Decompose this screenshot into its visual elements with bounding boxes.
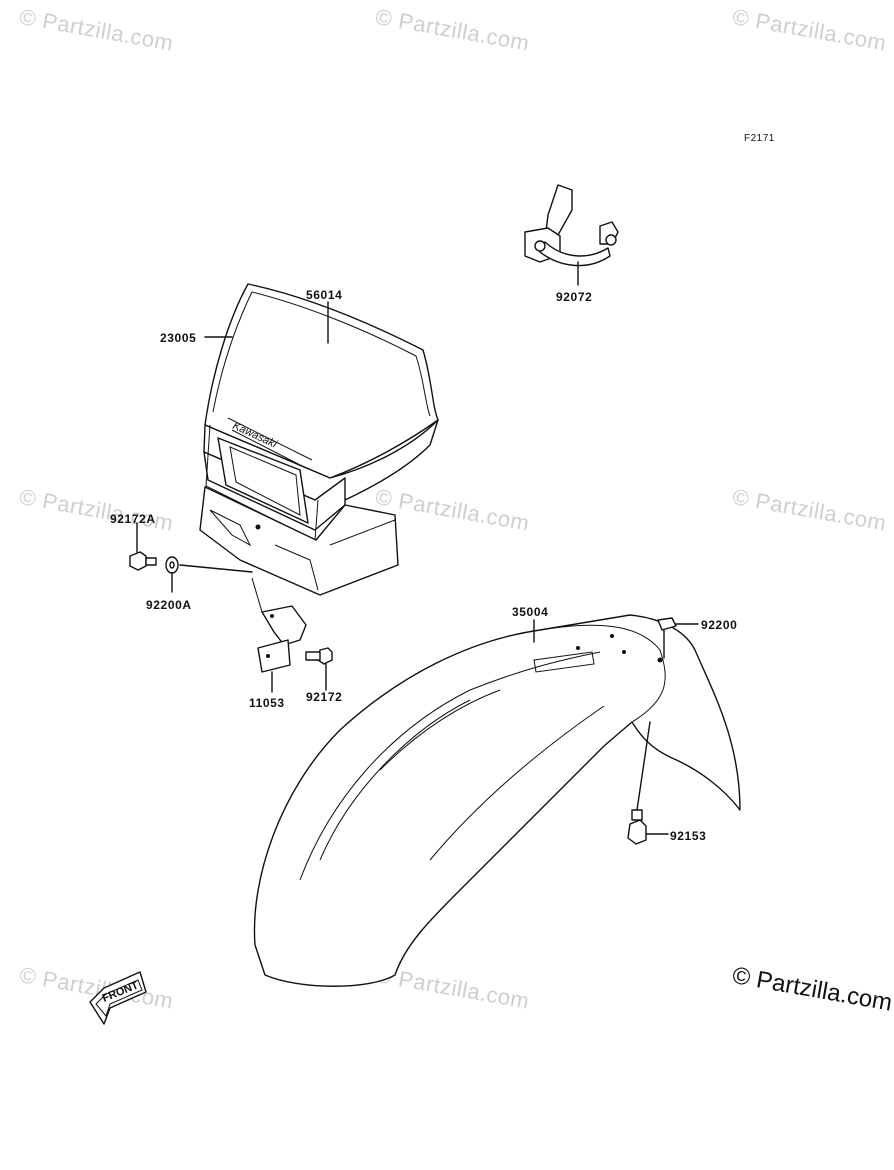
- part-label-92200: 92200: [701, 618, 738, 632]
- bracket-11053-drawing: [251, 577, 307, 673]
- part-label-23005: 23005: [160, 331, 197, 345]
- part-label-92172: 92172: [306, 690, 343, 704]
- part-label-92172a: 92172A: [110, 512, 156, 526]
- bolt-92172a-drawing: [129, 551, 157, 571]
- bolt-92153-drawing: [627, 809, 647, 845]
- part-label-92200a: 92200A: [146, 598, 192, 612]
- front-arrow-icon: [89, 971, 147, 1025]
- washer-92200a-drawing: [165, 556, 179, 574]
- washer-92200-drawing: [657, 617, 677, 631]
- part-label-11053: 11053: [249, 696, 285, 710]
- part-label-92072: 92072: [556, 290, 593, 304]
- leader-92153-up: [636, 721, 651, 811]
- headlight-cover-drawing: [199, 283, 439, 596]
- clamp-drawing: [524, 184, 619, 267]
- part-label-35004: 35004: [512, 605, 549, 619]
- part-label-56014: 56014: [306, 288, 343, 302]
- leader-92200a-to-cover: [179, 564, 253, 573]
- part-label-92153: 92153: [670, 829, 707, 843]
- front-fender-drawing: [253, 614, 741, 987]
- diagram-code: F2171: [744, 133, 775, 144]
- bolt-92172-drawing: [305, 647, 333, 665]
